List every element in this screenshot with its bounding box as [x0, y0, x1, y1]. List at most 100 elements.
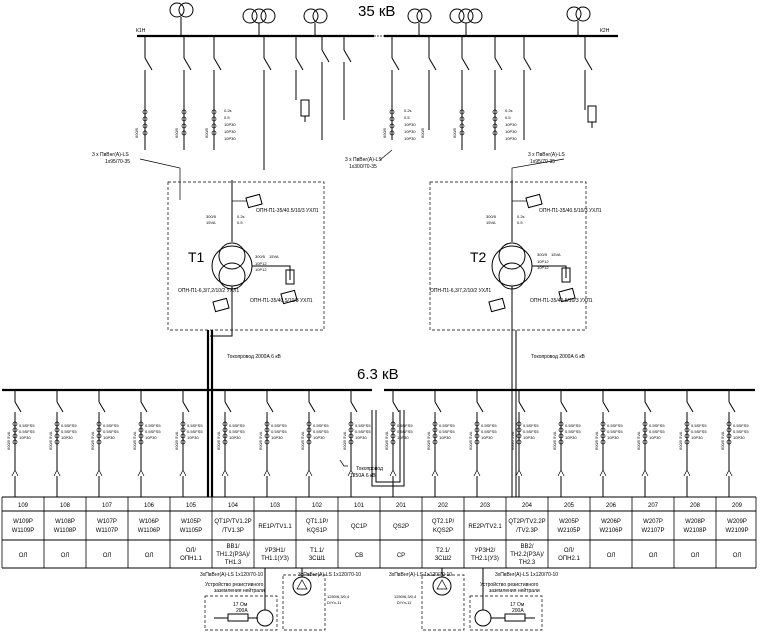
lv-ct-class: 10P30 [61, 435, 73, 440]
lv-ct-class: 10P30 [481, 435, 493, 440]
hv-cable-mid-line2: 1x300/70-35 [349, 164, 377, 170]
lv-ct-class: 10P30 [439, 435, 451, 440]
lv-ct-class: 0.5SFS5 [355, 429, 371, 434]
cell-number: 202 [438, 503, 449, 509]
cell-designation: /TV2.3P [516, 528, 538, 534]
cell-designation: W2106P [599, 528, 622, 534]
svg-text:15VA: 15VA [551, 252, 561, 257]
cell-purpose: ОЛ [607, 553, 616, 559]
lv-ct-class: 0.5SFS5 [61, 429, 77, 434]
lv-ct-class: 0.5SFS5 [565, 423, 581, 428]
svg-text:0.2s: 0.2s [505, 108, 513, 113]
lv-ct-class: 0.5SFS5 [439, 429, 455, 434]
lv-ct-class: 0.5SFS5 [565, 429, 581, 434]
lv-ct-class: 0.5SFS5 [607, 423, 623, 428]
svg-text:10P12: 10P12 [255, 261, 267, 266]
lv-ct-ratio: 600/5 5VA [132, 431, 137, 450]
hv-ct-ratio-6: 600/5 [452, 127, 457, 138]
hv-ct-ratio-5: 600/5 [420, 127, 425, 138]
lv-ct-class: 10P30 [565, 435, 577, 440]
lv-ct-class: 0.5SFS5 [19, 423, 35, 428]
lv-ct-class: 0.5SFS5 [733, 423, 749, 428]
lv-ct-class: 0.5SFS5 [313, 423, 329, 428]
cell-designation: W207P [643, 519, 663, 525]
lv-ct-class: 10P30 [607, 435, 619, 440]
cell-designation: KQS2P [433, 528, 453, 534]
svg-text:0.5: 0.5 [517, 220, 523, 225]
cell-purpose: ЗСШ2 [435, 556, 452, 562]
svg-text:15VA: 15VA [486, 220, 496, 225]
cell-purpose: ТН2.3 [519, 560, 536, 566]
lv-ct-class: 10P30 [523, 435, 535, 440]
aux-transformer-right-group: D/Yn-11 [397, 600, 412, 605]
cell-designation: QT2.1P/ [432, 519, 455, 525]
ground-cable-1: 3хПвВнг(А)-LS 1х120/70-10 [200, 572, 263, 578]
vt-5-icon [449, 8, 483, 36]
t1-label: T1 [188, 249, 205, 265]
cell-purpose: ОПН1.1 [180, 556, 202, 562]
cell-purpose: УРЗН2/ [475, 548, 496, 554]
cell-number: 108 [60, 503, 71, 509]
cell-purpose: ОПН2.1 [558, 556, 580, 562]
cell-number: 201 [396, 503, 407, 509]
lv-ct-class: 10P30 [397, 435, 409, 440]
cell-purpose: СВ [355, 553, 363, 559]
cell-designation: W1109P [12, 528, 35, 534]
svg-text:10P30: 10P30 [224, 129, 236, 134]
lv-ct-class: 0.5SFS5 [103, 429, 119, 434]
lv-ct-ratio: 600/5 5VA [678, 431, 683, 450]
cell-purpose: Т1.1/ [310, 548, 324, 554]
lv-ct-class: 0.5SFS5 [691, 429, 707, 434]
cell-designation: QS2P [393, 524, 409, 530]
hv-right-section-tag: К2Н [600, 28, 610, 34]
lv-ct-class: 10P30 [229, 435, 241, 440]
hv-ct-ratio-1: 600/5 [134, 127, 139, 138]
lv-ct-ratio: 600/5 5VA [48, 431, 53, 450]
cell-designation: QT1.1P/ [306, 519, 329, 525]
ground-device-right-line2: заземления нейтрали [489, 587, 540, 594]
lv-ct-class: 0.5SFS5 [523, 423, 539, 428]
hv-ct-ratio-2: 600/5 [174, 127, 179, 138]
lv-ct-class: 10P30 [19, 435, 31, 440]
cell-purpose: ЗСШ1 [309, 556, 326, 562]
t2-label: T2 [470, 249, 487, 265]
vt-6-icon [566, 6, 591, 36]
resistor-right-current: 200А [512, 608, 524, 614]
cell-purpose: ОЛ [145, 553, 154, 559]
cell-designation: W2105P [557, 528, 580, 534]
lv-ct-ratio: 600/5 5VA [174, 431, 179, 450]
svg-text:10P12: 10P12 [255, 267, 267, 272]
lv-ct-class: 0.5SFS5 [19, 429, 35, 434]
transformer-t2: ОПН-П1-35/40.5/10/3 УХЛ1 300/5 15VA 0.2s… [430, 180, 602, 497]
lv-ct-class: 0.5SFS5 [271, 423, 287, 428]
cell-purpose: ОЛ [649, 553, 658, 559]
resistor-left-value: 17 Ом [233, 602, 248, 608]
transformer-t1: ОПН-П1-35/40.5/10/3 УХЛ1 300/5 15VA 0.2s… [178, 180, 319, 497]
cell-number: 209 [732, 503, 743, 509]
coupler-busduct-line1: Токопровод [356, 466, 383, 472]
hv-bus-label: 35 кВ [358, 3, 395, 20]
cell-purpose: ВВ1/ [226, 544, 239, 550]
cell-number: 104 [228, 503, 239, 509]
svg-text:15VA: 15VA [206, 220, 216, 225]
lv-ct-class: 0.5SFS5 [187, 429, 203, 434]
ground-cable-3: 3хПвВнг(А)-LS 1х120/70-10 [389, 572, 452, 578]
cell-designation: W106P [139, 519, 159, 525]
hv-ct-classes-mid: 0.2s 0.5 10P30 10P30 10P30 [404, 108, 416, 141]
cell-designation: W2108P [683, 528, 706, 534]
lv-ct-class: 10P30 [187, 435, 199, 440]
cell-number: 102 [312, 503, 323, 509]
svg-text:300/5: 300/5 [255, 254, 266, 259]
cell-purpose: ТН2.1(УЗ) [471, 556, 499, 562]
cell-purpose: ОЛ [733, 553, 742, 559]
lv-ct-class: 0.5SFS5 [607, 429, 623, 434]
vt-4-icon [407, 8, 432, 36]
svg-text:10P30: 10P30 [505, 129, 517, 134]
cell-designation: /TV1.3P [222, 528, 244, 534]
